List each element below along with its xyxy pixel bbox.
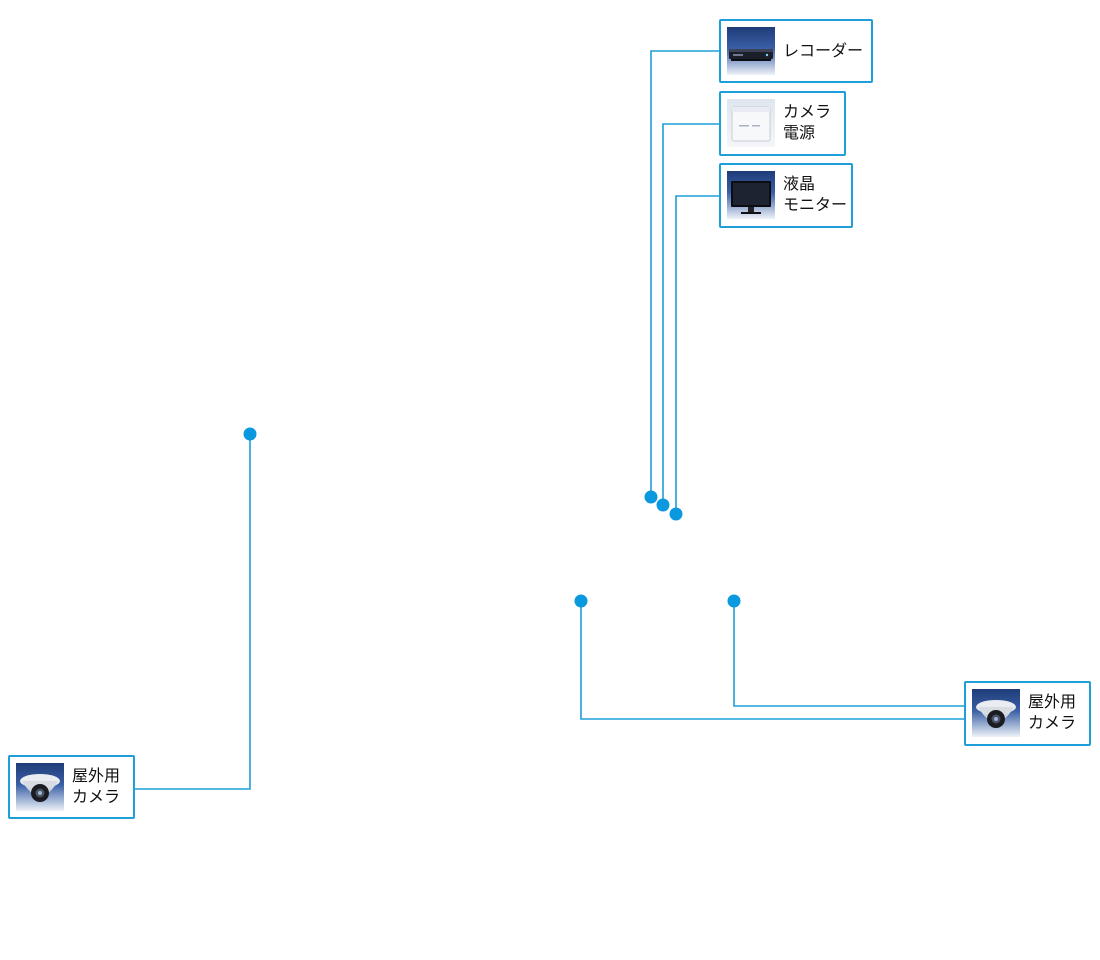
right-camera-lower-connection-line — [580, 601, 966, 720]
camera-power-card[interactable]: カメラ 電源 — [719, 91, 846, 156]
outdoor-camera-right-label-line1: 屋外用 — [1028, 692, 1077, 711]
camera-power-connection-line — [662, 123, 721, 505]
left-camera-connection-line — [135, 434, 251, 790]
dome-camera-icon — [16, 763, 64, 811]
recorder-card[interactable]: レコーダー — [719, 19, 873, 83]
dome-camera-icon — [972, 689, 1020, 737]
recorder-icon — [727, 27, 775, 75]
camera-power-label-line1: カメラ — [783, 102, 832, 121]
outdoor-camera-right-card[interactable]: 屋外用 カメラ — [964, 681, 1091, 746]
monitor-label-line2: モニター — [783, 195, 848, 214]
outdoor-camera-left-label-line1: 屋外用 — [72, 766, 121, 785]
monitor-connection-point — [669, 507, 683, 521]
recorder-connection-line — [650, 50, 721, 497]
outdoor-camera-left-label-line2: カメラ — [72, 787, 121, 806]
lcd-monitor-icon — [727, 171, 775, 219]
camera-power-connection-point — [656, 498, 670, 512]
outdoor-camera-right-label-line2: カメラ — [1028, 713, 1077, 732]
camera-power-label-line2: 電源 — [783, 123, 816, 142]
right-camera-upper-connection-line — [733, 601, 966, 707]
right-camera-connection-point-a — [574, 594, 588, 608]
recorder-label: レコーダー — [783, 41, 864, 60]
monitor-card[interactable]: 液晶 モニター — [719, 163, 853, 228]
monitor-connection-line — [675, 195, 721, 514]
outdoor-camera-left-card[interactable]: 屋外用 カメラ — [8, 755, 135, 819]
recorder-connection-point — [644, 490, 658, 504]
left-camera-connection-point — [243, 427, 257, 441]
right-camera-connection-point-b — [727, 594, 741, 608]
monitor-label-line1: 液晶 — [783, 174, 816, 193]
power-supply-icon — [727, 99, 775, 147]
